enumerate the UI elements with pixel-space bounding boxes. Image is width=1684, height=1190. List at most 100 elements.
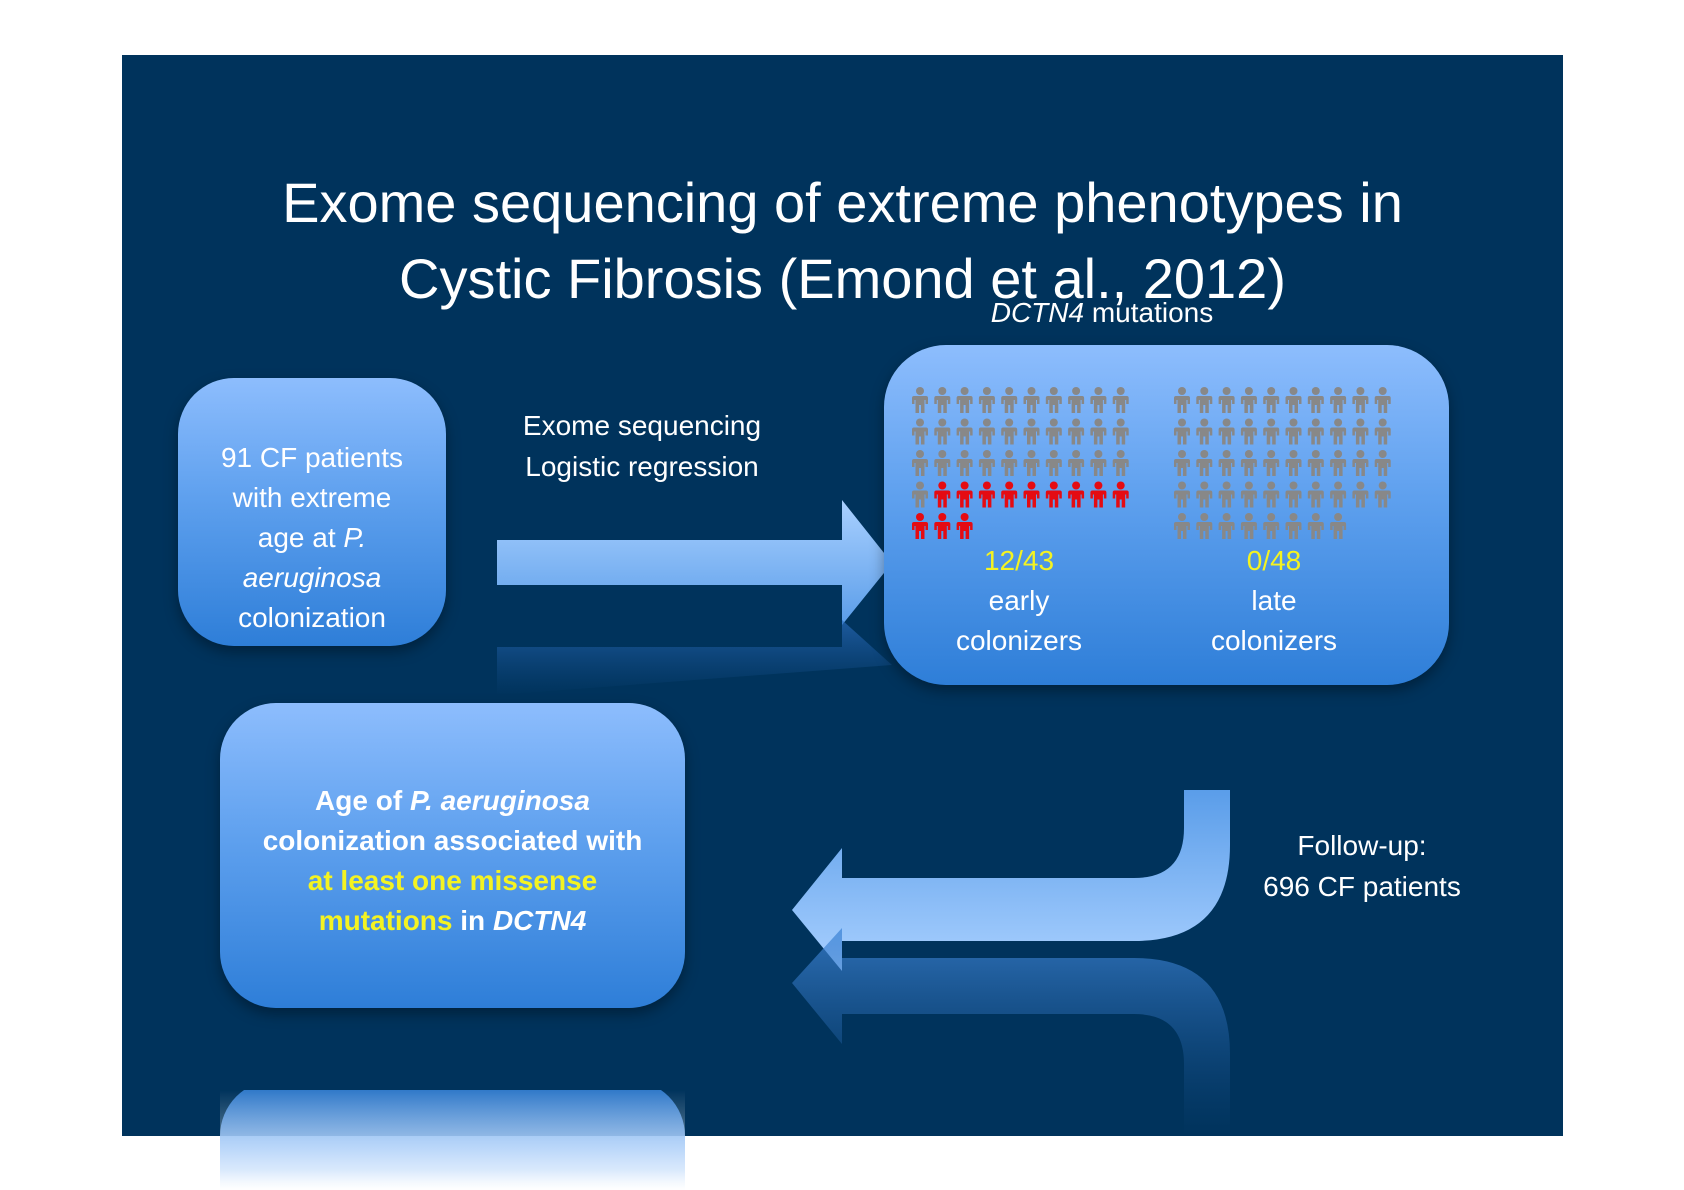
title-line-2: Cystic Fibrosis (Emond et al., 2012) (399, 247, 1286, 310)
late-ratio: 0/48 (1246, 545, 1302, 576)
person-icon (1090, 418, 1107, 445)
person-icon (1263, 418, 1280, 445)
person-icon (1196, 481, 1213, 508)
person-icon (1218, 513, 1235, 539)
result-line-4-italic: DCTN4 (492, 905, 587, 936)
person-icon (1330, 387, 1347, 413)
person-icon-grid (912, 387, 1391, 539)
mutations-rest: mutations (1084, 297, 1214, 328)
person-icon (978, 418, 995, 445)
patients-line-2: with extreme (232, 482, 392, 513)
title-line-1: Exome sequencing of extreme phenotypes i… (282, 171, 1403, 234)
person-icon (978, 450, 995, 476)
person-icon (1240, 387, 1257, 413)
person-icon (1307, 513, 1324, 539)
person-icon (1196, 450, 1213, 476)
person-icon (1196, 418, 1213, 445)
late-label-line-2: colonizers (1210, 625, 1338, 656)
patients-line-3-prefix: age at (257, 522, 344, 553)
analysis-line-1: Exome sequencing (522, 410, 762, 441)
person-icon (912, 450, 928, 476)
patients-line-4-italic: aeruginosa (242, 562, 382, 593)
person-icon (1112, 418, 1129, 445)
person-icon (934, 387, 951, 413)
person-icon (934, 513, 951, 539)
person-icon (1263, 481, 1280, 508)
person-icon (1330, 513, 1347, 539)
person-icon (978, 481, 995, 508)
result-line-1-prefix: Age of (315, 785, 410, 816)
person-icon (934, 481, 951, 508)
person-icon (1307, 481, 1324, 508)
person-icon (1023, 418, 1040, 445)
person-icon (1240, 418, 1257, 445)
early-label-line-1: early (988, 585, 1050, 616)
person-icon (1001, 481, 1018, 508)
person-icon (1218, 387, 1235, 413)
person-icon (1374, 481, 1391, 508)
mutations-header: DCTN4 mutations (902, 293, 1302, 333)
early-ratio: 12/43 (983, 545, 1055, 576)
analysis-line-2: Logistic regression (525, 451, 759, 482)
person-icon (1307, 450, 1324, 476)
patients-box: 91 CF patients with extreme age at P. ae… (178, 378, 446, 646)
person-icon (934, 418, 951, 445)
result-line-4-mid: in (452, 905, 493, 936)
patients-line-5: colonization (238, 602, 386, 633)
person-icon (1174, 387, 1190, 413)
result-line-4-highlight: mutations (318, 905, 453, 936)
person-icon (1001, 418, 1018, 445)
person-icon (1112, 481, 1129, 508)
followup-line-2: 696 CF patients (1263, 871, 1461, 902)
person-icon (1090, 481, 1107, 508)
person-icon (956, 387, 973, 413)
person-icon (1352, 418, 1369, 445)
person-icon (1068, 450, 1085, 476)
slide-title: Exome sequencing of extreme phenotypes i… (122, 165, 1563, 317)
person-icon (1352, 387, 1369, 413)
person-icon (1263, 450, 1280, 476)
patients-line-1: 91 CF patients (220, 442, 404, 473)
late-label-line-1: late (1251, 585, 1297, 616)
person-icon (1174, 450, 1190, 476)
right-arrow-reflection (497, 620, 892, 695)
analysis-label: Exome sequencing Logistic regression (482, 405, 802, 487)
person-icon (1307, 387, 1324, 413)
person-icon (912, 387, 928, 413)
person-icon (912, 418, 928, 445)
person-icon (1068, 387, 1085, 413)
result-line-3: at least one missense (307, 865, 598, 896)
person-icon (912, 481, 928, 508)
person-icon (1240, 513, 1257, 539)
person-icon (1218, 418, 1235, 445)
person-icon (978, 387, 995, 413)
person-icon (1001, 387, 1018, 413)
followup-label: Follow-up: 696 CF patients (1222, 825, 1502, 907)
early-label-line-2: colonizers (955, 625, 1083, 656)
person-icon (1285, 450, 1302, 476)
person-icon (1330, 418, 1347, 445)
result-line-2: colonization associated with (262, 825, 643, 856)
person-icon (1374, 450, 1391, 476)
flow-arrows (497, 500, 1230, 1136)
person-icon (1374, 387, 1391, 413)
person-icon (1307, 418, 1324, 445)
person-icon (1240, 450, 1257, 476)
person-icon (1090, 450, 1107, 476)
person-icon (934, 450, 951, 476)
person-icon (1001, 450, 1018, 476)
person-icon (1045, 450, 1062, 476)
result-line-1-italic: P. aeruginosa (409, 785, 590, 816)
slide: Exome sequencing of extreme phenotypes i… (122, 55, 1563, 1136)
person-icon (1045, 387, 1062, 413)
person-icon (1218, 481, 1235, 508)
person-icon (1174, 418, 1190, 445)
person-icon (1112, 387, 1129, 413)
person-icon (1285, 418, 1302, 445)
person-icon (1352, 450, 1369, 476)
person-icon (1263, 513, 1280, 539)
person-icon (1045, 418, 1062, 445)
person-icon (1196, 387, 1213, 413)
person-icon (956, 481, 973, 508)
person-icon (1330, 450, 1347, 476)
